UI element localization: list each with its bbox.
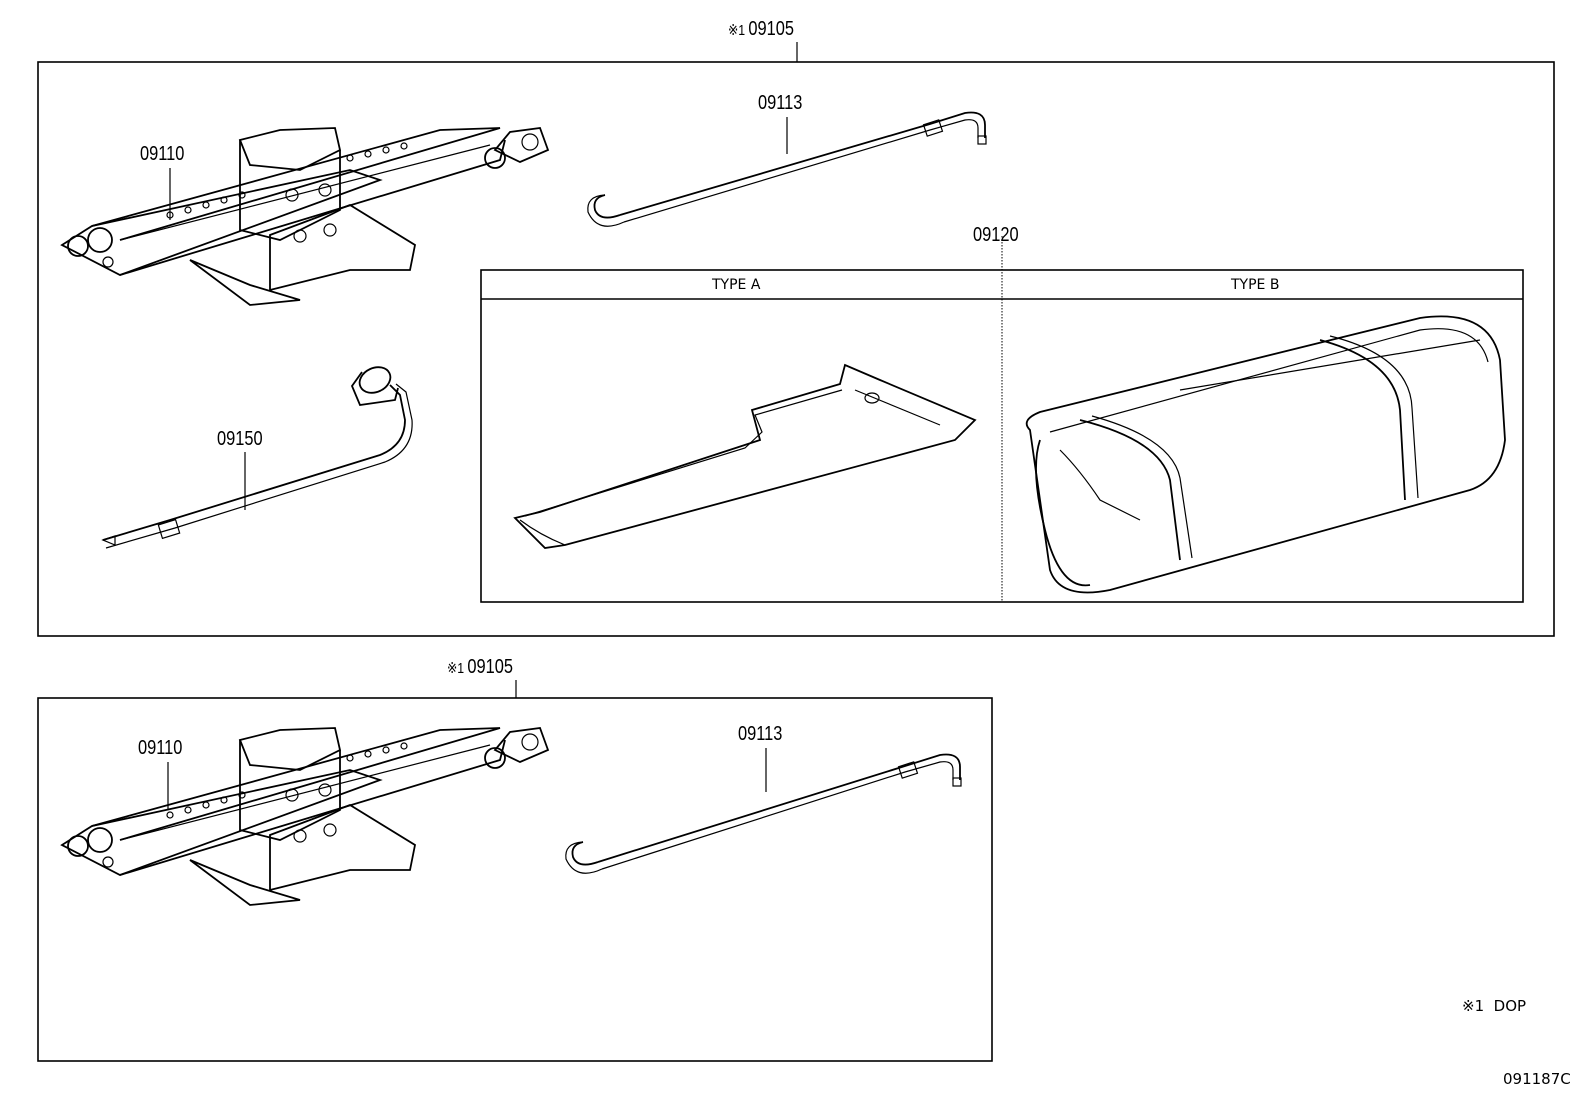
wrench-illustration	[101, 366, 413, 549]
tool-bag-type-b-illustration	[1025, 315, 1506, 594]
legend-text: DOP	[1493, 997, 1527, 1015]
part-label-bag: 09120	[973, 224, 1019, 246]
figure-code: 091187C	[1503, 1070, 1571, 1088]
bottom-group-frame	[37, 697, 993, 1062]
part-label-jack-top: 09110	[140, 143, 185, 165]
legend: ※1 DOP	[1462, 997, 1526, 1015]
top-group-part-number: 09105	[748, 18, 795, 40]
bottom-group-part-number: 09105	[467, 656, 514, 678]
jack-illustration-bottom	[60, 727, 550, 906]
top-group-frame	[37, 61, 1555, 637]
handle-illustration-bottom	[565, 753, 962, 874]
jack-illustration-top	[60, 127, 550, 306]
type-a-label: TYPE A	[712, 277, 761, 293]
dop-mark: ※1	[447, 660, 465, 677]
dop-mark: ※1	[728, 22, 746, 39]
legend-mark: ※1	[1462, 997, 1485, 1015]
type-b-label: TYPE B	[1231, 277, 1280, 293]
part-label-jack-bottom: 09110	[138, 737, 183, 759]
part-label-wrench: 09150	[217, 428, 263, 450]
tool-bag-type-a-illustration	[513, 363, 977, 549]
handle-illustration-top	[587, 111, 987, 227]
part-label-handle-top: 09113	[758, 92, 803, 114]
part-label-handle-bottom: 09113	[738, 723, 783, 745]
